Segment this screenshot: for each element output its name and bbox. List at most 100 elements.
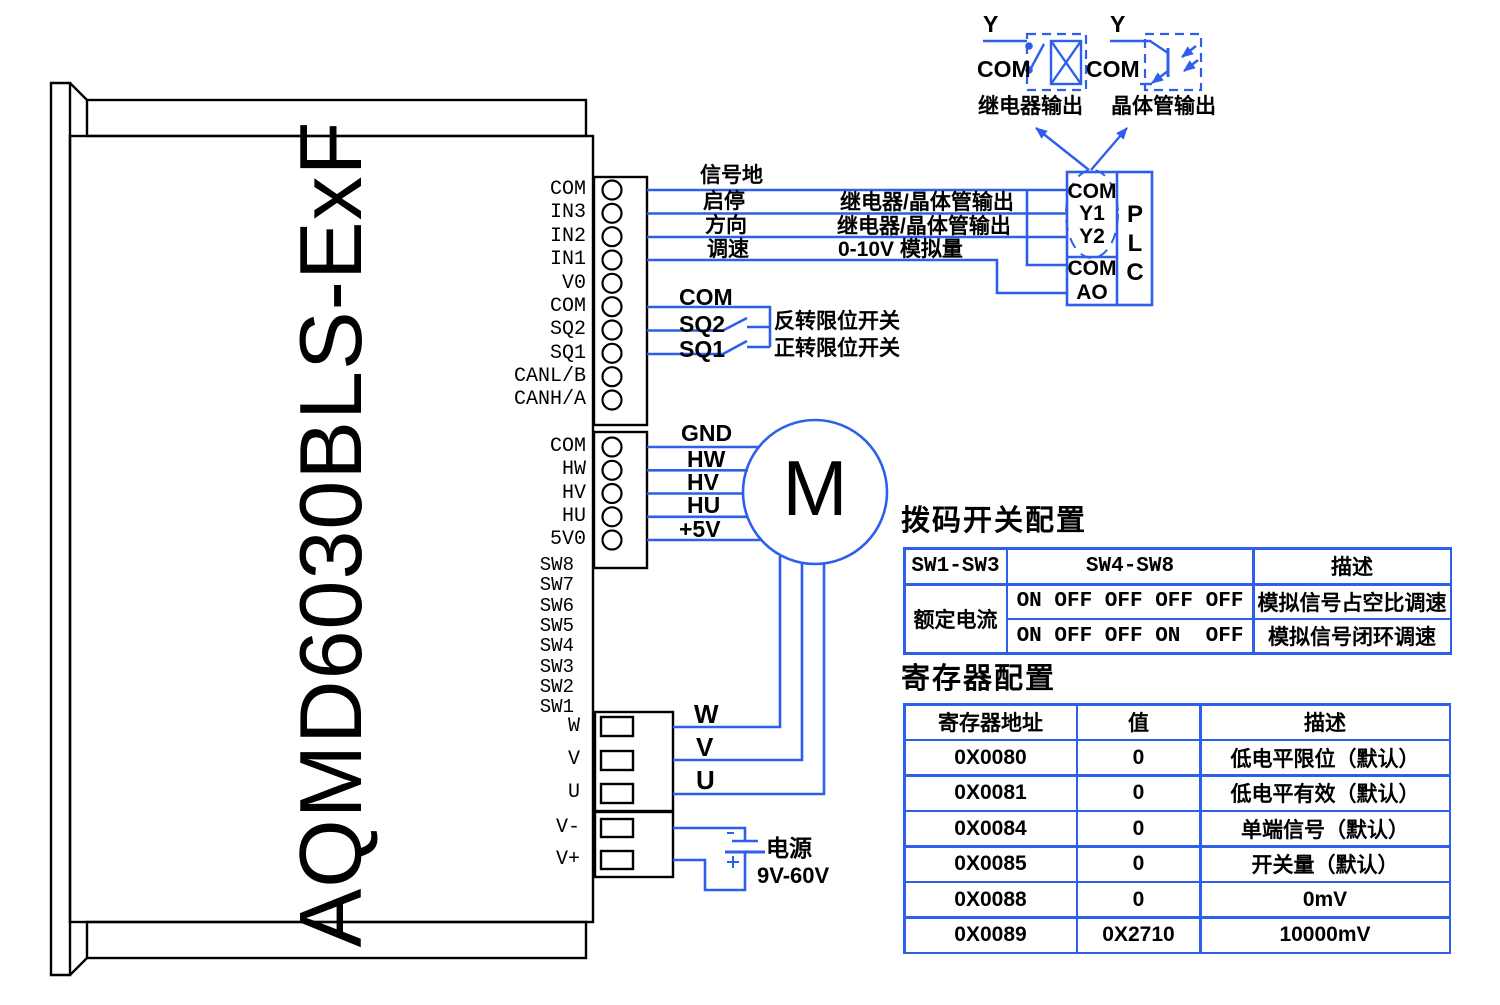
label-speed-type: 0-10V 模拟量	[838, 238, 963, 261]
reg-header-address: 寄存器地址	[905, 705, 1076, 739]
dip-row1-sw: ON OFF OFF OFF OFF	[1008, 585, 1252, 618]
dip-row-label: 额定电流	[905, 585, 1006, 652]
relay-contact-blade	[1028, 43, 1046, 71]
relay-y-label: Y	[983, 11, 999, 37]
terminal-block-power	[593, 810, 675, 879]
reg-row-desc: 10000mV	[1201, 918, 1449, 952]
label-start-stop-type: 继电器/晶体管输出	[840, 191, 1014, 214]
light-arrow-2	[1183, 59, 1199, 72]
reg-header-value: 值	[1078, 705, 1199, 739]
label-start-stop: 启停	[703, 190, 745, 213]
register-table: 寄存器地址 值 描述 0X0080 0 低电平限位（默认） 0X0081 0 低…	[903, 703, 1451, 954]
dip-row2-desc: 模拟信号闭环调速	[1254, 620, 1450, 652]
wire-vplus	[673, 853, 747, 892]
label-voltage-range: 9V-60V	[757, 863, 830, 888]
wire-u	[673, 563, 826, 796]
label-phase-u: U	[696, 765, 715, 795]
power-terminal-pins	[599, 715, 635, 871]
plc-box	[1065, 169, 1154, 307]
label-signal-ground: 信号地	[700, 164, 763, 187]
terminal-label-5v0: 5V0	[549, 528, 586, 551]
transistor-output-symbol	[1110, 32, 1203, 92]
label-sq1: SQ1	[679, 336, 726, 362]
label-gnd: GND	[681, 420, 733, 446]
label-forward-limit: 正转限位开关	[774, 337, 900, 360]
reg-row-desc: 0mV	[1201, 883, 1449, 916]
reg-row-desc: 低电平有效（默认）	[1201, 776, 1449, 810]
terminal-label-canha: CANH/A	[513, 388, 586, 411]
plc-y1: Y1	[1079, 202, 1105, 225]
label-phase-w: W	[694, 699, 719, 729]
reg-row-desc: 单端信号（默认）	[1201, 812, 1449, 845]
dip-row1-desc: 模拟信号占空比调速	[1254, 585, 1450, 618]
terminal-label-u: U	[567, 781, 580, 804]
plc-com-top: COM	[1067, 180, 1117, 203]
terminal-label-vplus: V+	[555, 848, 580, 871]
signal-wires	[647, 188, 1067, 892]
dip-label-sw3: SW3	[539, 656, 574, 678]
label-direction: 方向	[705, 214, 747, 237]
dip-header-sw1-3: SW1-SW3	[905, 549, 1006, 583]
battery-symbol	[725, 832, 765, 868]
terminal-label-v0: V0	[561, 272, 586, 295]
terminal-label-canlb: CANL/B	[513, 365, 586, 388]
battery-plus-sign	[727, 856, 739, 868]
relay-output-symbol	[983, 32, 1088, 92]
reg-row-address: 0X0089	[905, 918, 1076, 952]
terminal-label-in3: IN3	[549, 201, 586, 224]
dip-table-title: 拨码开关配置	[901, 505, 1088, 537]
plc-letter-p: P	[1126, 201, 1144, 228]
terminal-label-com2: COM	[549, 295, 586, 318]
reg-row-value: 0	[1078, 741, 1199, 774]
plc-letter-l: L	[1127, 230, 1143, 257]
relay-coil	[1049, 39, 1083, 86]
label-phase-v: V	[696, 732, 714, 762]
terminal-label-com3: COM	[549, 435, 586, 458]
reg-row-value: 0	[1078, 776, 1199, 810]
dip-label-sw2: SW2	[539, 676, 574, 698]
terminal-block-hall	[592, 430, 649, 570]
motor-circle	[741, 418, 889, 566]
label-speed: 调速	[707, 238, 749, 261]
wire-w	[673, 556, 782, 729]
label-power-supply: 电源	[766, 835, 812, 861]
wire-limit-com	[647, 305, 772, 347]
reg-row-address: 0X0080	[905, 741, 1076, 774]
wire-com-branch	[1025, 190, 1067, 267]
terminal-label-w: W	[567, 715, 580, 738]
dip-label-sw7: SW7	[539, 574, 574, 596]
dip-label-sw6: SW6	[539, 595, 574, 617]
transistor-caption: 晶体管输出	[1111, 95, 1216, 118]
dip-header-desc: 描述	[1254, 549, 1450, 583]
reg-row-value: 0	[1078, 883, 1199, 916]
dip-label-sw5: SW5	[539, 615, 574, 637]
reg-row-address: 0X0085	[905, 847, 1076, 881]
plc-output-group-ellipse	[1065, 169, 1119, 259]
light-arrow-1	[1181, 45, 1197, 58]
relay-dashed-box	[1025, 32, 1088, 92]
terminal-block-signal	[592, 175, 649, 427]
transistor-emitter	[1151, 70, 1169, 84]
label-reverse-limit: 反转限位开关	[774, 310, 900, 333]
reg-header-desc: 描述	[1201, 705, 1449, 739]
device-model-label: AQMD6030BLS-ExF	[280, 120, 380, 948]
terminal-label-hw: HW	[561, 458, 586, 481]
sq2-switch-blade	[721, 316, 748, 333]
wire-in1	[647, 258, 1067, 295]
signal-terminal-pins	[601, 179, 623, 411]
label-hu: HU	[687, 492, 721, 518]
terminal-label-in2: IN2	[549, 225, 586, 248]
terminal-label-vminus: V-	[555, 816, 580, 839]
register-table-title: 寄存器配置	[901, 663, 1057, 695]
transistor-collector	[1110, 39, 1169, 54]
reg-row-address: 0X0084	[905, 812, 1076, 845]
wire-vminus	[673, 826, 747, 840]
plc-com-bottom: COM	[1067, 257, 1117, 280]
dip-label-sw4: SW4	[539, 635, 574, 657]
dip-label-sw1: SW1	[539, 696, 574, 718]
plc-letter-c: C	[1126, 259, 1144, 286]
label-sq2: SQ2	[679, 311, 726, 337]
reg-row-value: 0X2710	[1078, 918, 1199, 952]
label-limit-com: COM	[679, 284, 733, 310]
